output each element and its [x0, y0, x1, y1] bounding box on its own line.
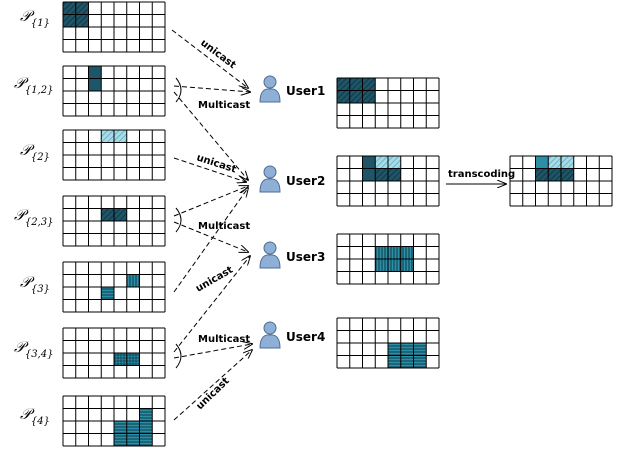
- arrow-multicast-12-user2: [173, 91, 248, 180]
- arrow-unicast-2: [173, 157, 246, 182]
- multicast-brackets: [175, 77, 182, 369]
- grid-set-3: [62, 261, 166, 313]
- highlighted-tile: [535, 168, 574, 181]
- label-multicast-34: Multicast: [198, 334, 250, 345]
- label-multicast-12: Multicast: [198, 100, 250, 111]
- label-unicast-4: unicast: [194, 376, 231, 413]
- bracket-multicast-12: [175, 77, 182, 103]
- grid-set-3-4: [62, 327, 166, 379]
- set-labels: 𝒫{1} 𝒫{1,2} 𝒫{2} 𝒫{2,3} 𝒫{3} 𝒫{3,4} 𝒫{4}: [14, 7, 53, 427]
- arrow-multicast-23-user3: [173, 221, 248, 252]
- bracket-multicast-34: [175, 343, 182, 369]
- grid-user2: [336, 155, 440, 207]
- label-transcoding: transcoding: [448, 169, 515, 180]
- bracket-multicast-23: [175, 207, 182, 233]
- highlighted-tile: [139, 408, 153, 446]
- highlighted-tile: [126, 274, 140, 287]
- link-labels: unicast Multicast unicast Multicast unic…: [194, 38, 250, 413]
- user-1: User1: [259, 75, 325, 103]
- set-label-4: 𝒫{4}: [20, 405, 50, 427]
- user-icon: [259, 321, 281, 349]
- user-label: User2: [286, 174, 325, 188]
- set-label-2: 𝒫{2}: [20, 141, 50, 163]
- grid-user4: [336, 317, 440, 369]
- set-label-3-4: 𝒫{3,4}: [14, 338, 53, 360]
- arrow-multicast-34-user4: [173, 344, 252, 359]
- grid-user3: [336, 233, 440, 285]
- user-icon: [259, 241, 281, 269]
- arrow-unicast-4: [173, 350, 252, 421]
- label-unicast-3: unicast: [194, 264, 235, 294]
- user-4: User4: [259, 321, 325, 349]
- grid-set-2-3: [62, 195, 166, 247]
- user-3: User3: [259, 241, 325, 269]
- arrow-multicast-12-user1: [173, 85, 250, 92]
- user-icon: [259, 75, 281, 103]
- set-label-1: 𝒫{1}: [20, 7, 50, 29]
- set-label-2-3: 𝒫{2,3}: [14, 206, 53, 228]
- user-label: User3: [286, 250, 325, 264]
- set-label-1-2: 𝒫{1,2}: [14, 74, 53, 96]
- delivery-arrows: [171, 29, 252, 421]
- grid-set-2: [62, 129, 166, 181]
- tile-grids: [62, 1, 613, 447]
- arrow-multicast-23-user2: [173, 186, 248, 217]
- set-label-3: 𝒫{3}: [20, 273, 50, 295]
- user-2: User2: [259, 165, 325, 193]
- user-label: User1: [286, 84, 325, 98]
- grid-user1: [336, 77, 440, 129]
- grid-set-1: [62, 1, 166, 53]
- label-multicast-23: Multicast: [198, 221, 250, 232]
- transcoding: transcoding: [446, 169, 515, 184]
- arrow-unicast-1: [171, 29, 248, 88]
- grid-transcoded: [509, 155, 613, 207]
- grid-set-4: [62, 395, 166, 447]
- user-icon: [259, 165, 281, 193]
- arrow-multicast-34-user3: [173, 256, 250, 353]
- user-label: User4: [286, 330, 325, 344]
- arrow-unicast-3: [173, 188, 248, 293]
- highlighted-tile: [101, 287, 114, 300]
- grid-set-1-2: [62, 65, 166, 117]
